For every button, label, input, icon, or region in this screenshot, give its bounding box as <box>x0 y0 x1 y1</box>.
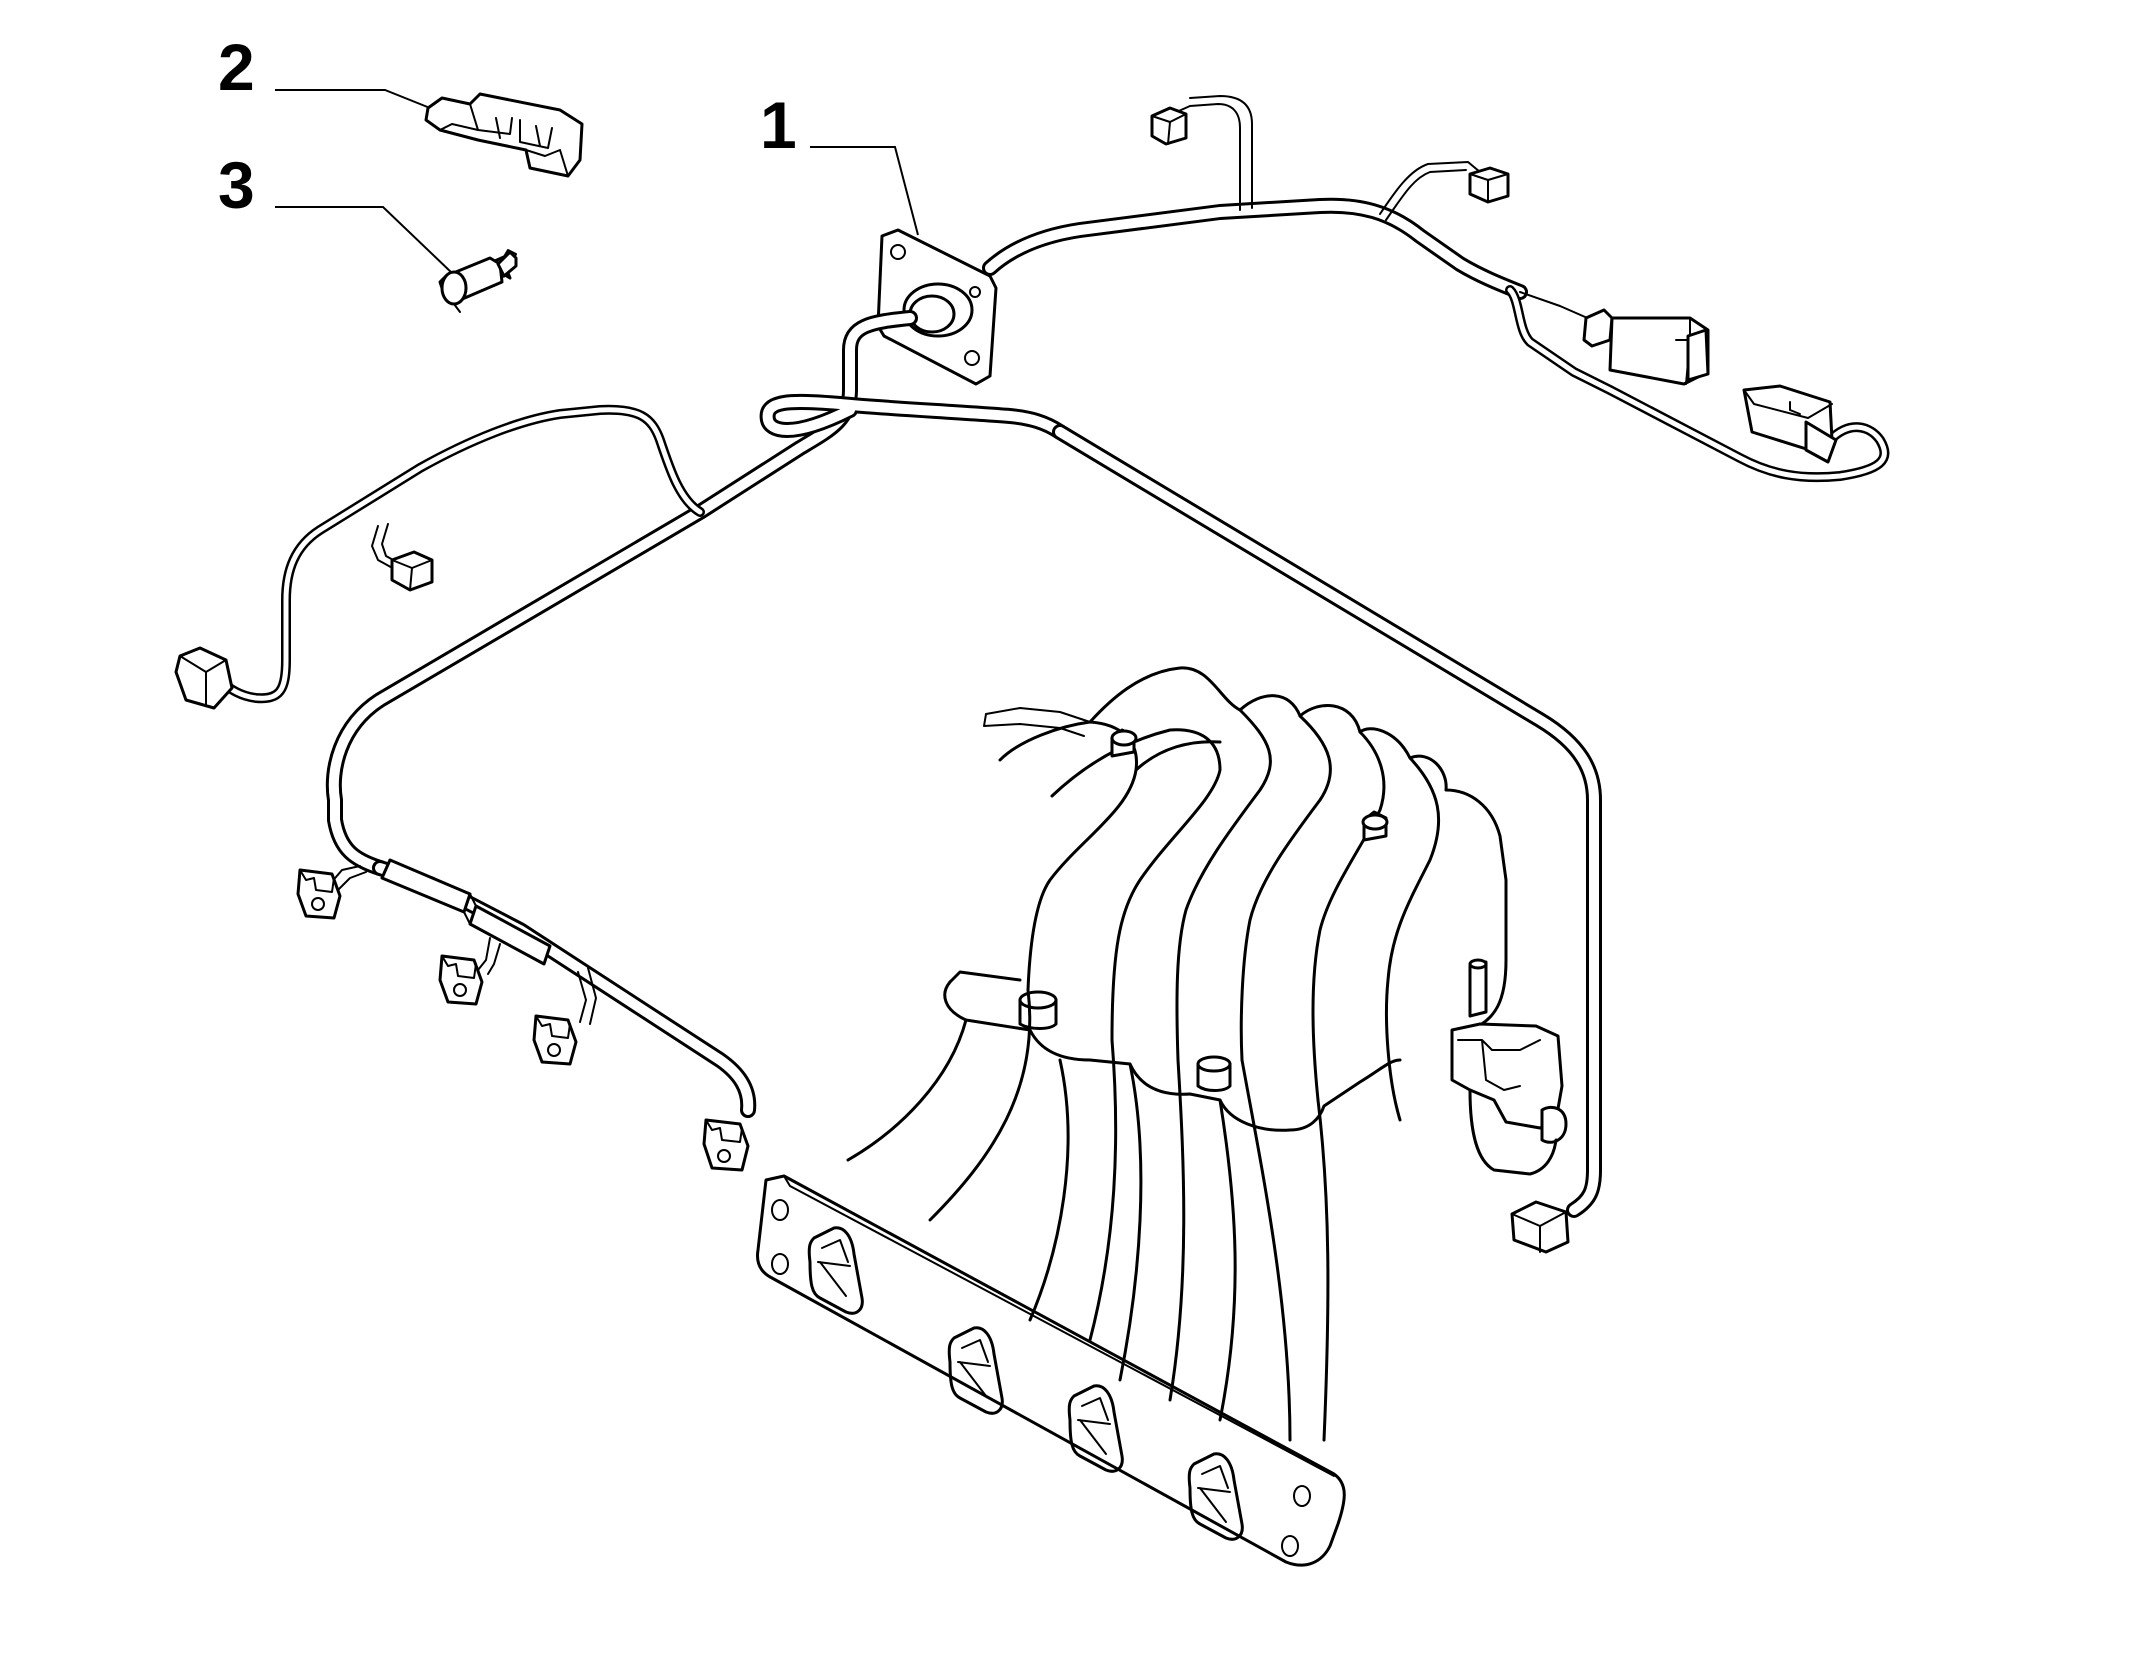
connector-right-b <box>1742 384 1838 464</box>
manifold-port-3 <box>1067 1384 1124 1473</box>
injector-connector-3 <box>532 1014 578 1066</box>
callout-2[interactable]: 2 <box>218 30 441 113</box>
injector-connector-4 <box>702 1118 750 1172</box>
manifold-port-2 <box>947 1326 1004 1415</box>
clip-bracket-part <box>424 92 584 178</box>
connector-lower-right <box>1510 1200 1570 1254</box>
connector-far-left <box>174 646 234 710</box>
callout-2-number: 2 <box>218 30 255 104</box>
callout-3-number: 3 <box>218 148 255 222</box>
callout-3[interactable]: 3 <box>218 148 453 274</box>
manifold-port-4 <box>1187 1452 1244 1541</box>
connector-top <box>1150 106 1188 146</box>
callout-1-leader <box>810 146 919 236</box>
callout-1-number: 1 <box>760 88 797 162</box>
wiring-harness-part <box>174 95 1890 1254</box>
connector-left-small <box>390 550 434 592</box>
bolt-part <box>438 249 518 313</box>
callout-3-leader <box>275 206 453 274</box>
injector-connector-2 <box>438 954 484 1006</box>
injector-connector-1 <box>296 868 342 920</box>
harness-grommet-plate <box>876 228 998 386</box>
manifold-port-1 <box>807 1226 864 1315</box>
intake-manifold-reference <box>756 666 1568 1567</box>
callout-2-leader <box>275 89 441 113</box>
connector-right-a <box>1608 316 1710 386</box>
callout-1[interactable]: 1 <box>760 88 919 236</box>
connector-top-right <box>1468 166 1510 204</box>
